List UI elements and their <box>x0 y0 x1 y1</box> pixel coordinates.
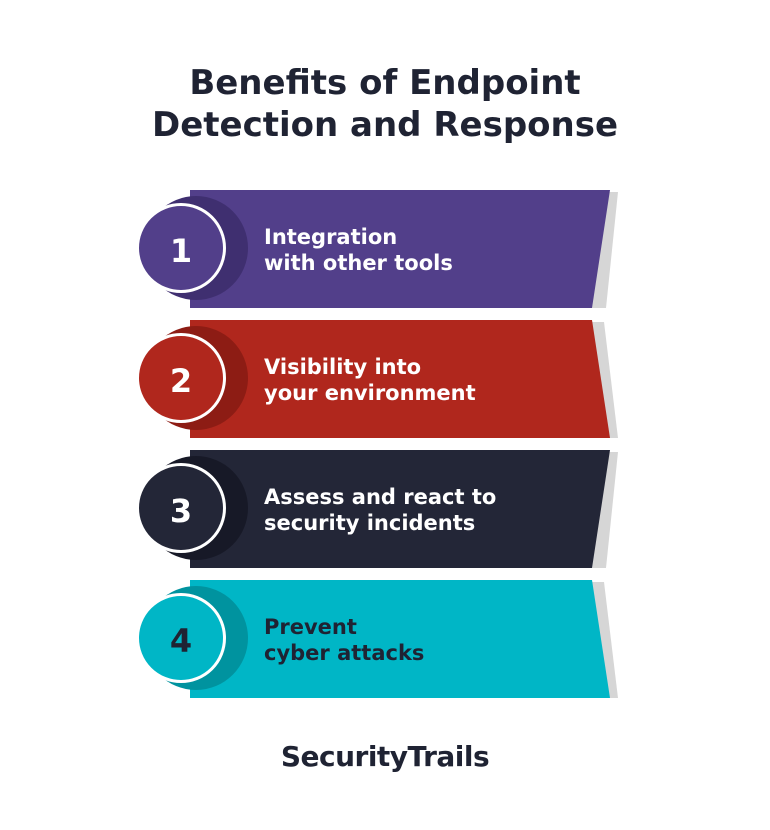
benefit-band-4 <box>144 580 618 698</box>
benefit-label-2-line-2: your environment <box>264 381 476 405</box>
benefit-item-1: 1 Integration with other tools <box>0 190 770 310</box>
benefit-label-3-line-1: Assess and react to <box>264 485 497 509</box>
benefit-item-2: 2 Visibility into your environment <box>0 320 770 440</box>
benefit-label-3-line-2: security incidents <box>264 511 476 535</box>
benefit-label-1-line-1: Integration <box>264 225 398 249</box>
brand-logo: SecurityTrails <box>280 740 490 773</box>
title-line-1: Benefits of Endpoint <box>189 63 581 103</box>
benefit-label-2-line-1: Visibility into <box>264 355 422 379</box>
benefit-label-2: Visibility into your environment <box>264 354 584 406</box>
benefit-number-2: 2 <box>136 333 226 423</box>
benefit-label-4-line-2: cyber attacks <box>264 641 425 665</box>
benefit-number-1: 1 <box>136 203 226 293</box>
benefit-number-4: 4 <box>136 593 226 683</box>
benefit-item-4: 4 Prevent cyber attacks <box>0 580 770 700</box>
benefit-label-3: Assess and react to security incidents <box>264 484 584 536</box>
benefit-label-1-line-2: with other tools <box>264 251 453 275</box>
page-title: Benefits of Endpoint Detection and Respo… <box>0 62 770 146</box>
benefit-label-1: Integration with other tools <box>264 224 584 276</box>
title-line-2: Detection and Response <box>151 105 619 145</box>
benefit-item-3: 3 Assess and react to security incidents <box>0 450 770 570</box>
benefit-number-3: 3 <box>136 463 226 553</box>
benefit-label-4-line-1: Prevent <box>264 615 357 639</box>
benefit-label-4: Prevent cyber attacks <box>264 614 584 666</box>
